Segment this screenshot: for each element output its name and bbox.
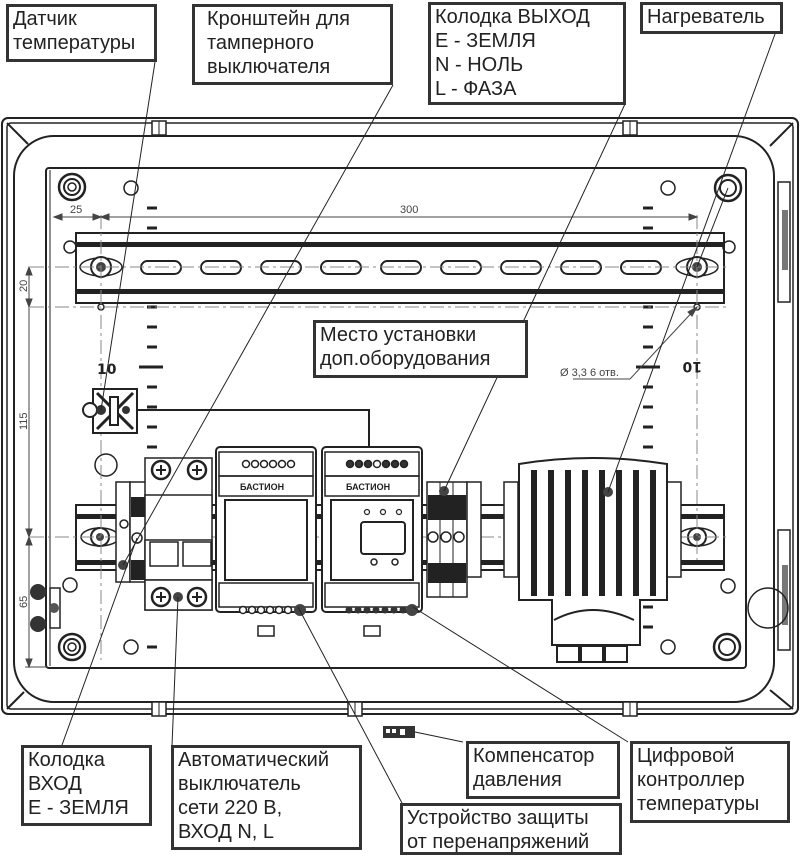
temperature-sensor-icon xyxy=(82,388,370,461)
heater-fin xyxy=(633,470,639,596)
led-indicator xyxy=(259,459,269,469)
dimension-20: 20 xyxy=(18,280,30,292)
mounting-plate xyxy=(45,167,747,669)
led-indicator xyxy=(399,606,407,614)
latch-top-right xyxy=(622,120,638,136)
callout-surge-protector: Устройство защиты от перенапряжений xyxy=(400,803,622,855)
heater-fin xyxy=(565,470,571,596)
led-indicator xyxy=(363,459,373,469)
led-indicator xyxy=(372,459,382,469)
led-indicator xyxy=(241,459,251,469)
dimension-300: 300 xyxy=(400,204,418,216)
led-indicator xyxy=(283,605,293,615)
surge-protector-module: БАСТИОН xyxy=(215,446,317,637)
led-indicator xyxy=(238,605,248,615)
brand-label: БАСТИОН xyxy=(346,482,390,492)
led-indicator xyxy=(399,459,409,469)
led-indicator xyxy=(277,459,287,469)
mounting-holes xyxy=(62,180,736,655)
scale-ticks-right xyxy=(636,206,660,629)
din-rail-top xyxy=(75,232,725,304)
circuit-breaker xyxy=(144,457,213,611)
led-indicator xyxy=(247,605,257,615)
heater-fin xyxy=(599,470,605,596)
callout-extra-equipment-area: Место установки доп.оборудования xyxy=(313,320,528,378)
input-terminal-block xyxy=(115,481,147,583)
dimension-25: 25 xyxy=(70,204,82,216)
dimension-lines xyxy=(25,213,699,669)
latch-bottom-right xyxy=(622,701,638,717)
led-indicator xyxy=(390,459,400,469)
ground-terminal-left xyxy=(30,584,61,632)
callout-input-terminal-block: Колодка ВХОД E - ЗЕМЛЯ xyxy=(21,745,152,826)
output-terminal-block xyxy=(426,481,482,598)
led-indicator xyxy=(381,606,389,614)
led-indicator xyxy=(354,459,364,469)
led-indicator xyxy=(381,459,391,469)
dimension-65: 65 xyxy=(18,596,30,608)
latch-bottom-left xyxy=(151,701,167,717)
led-indicator xyxy=(363,606,371,614)
heater-fin xyxy=(616,470,622,596)
ground-stud-top-left xyxy=(57,172,87,202)
led-indicator xyxy=(406,604,418,616)
led-indicator xyxy=(256,605,266,615)
heater-fin xyxy=(582,470,588,596)
callout-temperature-sensor: Датчик температуры xyxy=(6,4,157,62)
led-indicator xyxy=(345,459,355,469)
led-indicator xyxy=(250,459,260,469)
holes-note: Ø 3,3 6 отв. xyxy=(560,367,619,379)
scale-ticks-left xyxy=(139,206,163,649)
leader-lines xyxy=(61,33,776,804)
led-indicator xyxy=(345,606,353,614)
heater-fin xyxy=(650,470,656,596)
heater xyxy=(503,457,682,663)
ground-stud-bottom-left xyxy=(57,632,87,662)
led-indicator xyxy=(265,605,275,615)
led-indicator xyxy=(274,605,284,615)
latch-top-left xyxy=(151,120,167,136)
pressure-compensator-icon xyxy=(383,726,415,738)
led-indicator xyxy=(268,459,278,469)
led-indicator xyxy=(390,606,398,614)
callout-pressure-compensator: Компенсатор давления xyxy=(466,741,620,799)
rail-screw-right xyxy=(677,527,717,547)
heater-fin xyxy=(548,470,554,596)
callout-tamper-bracket: Кронштейн для тамперного выключателя xyxy=(192,4,393,85)
ground-stud-top-right xyxy=(713,173,743,203)
led-indicator xyxy=(286,459,296,469)
enclosure-body xyxy=(1,117,799,715)
callout-circuit-breaker: Автоматический выключатель сети 220 В, В… xyxy=(171,745,362,850)
led-indicator xyxy=(354,606,362,614)
door-hinge-bottom xyxy=(777,529,791,651)
ground-stud-bottom-right xyxy=(712,632,742,662)
callout-digital-controller: Цифровой контроллер температуры xyxy=(630,741,790,823)
led-indicator xyxy=(372,606,380,614)
door-hinge-top xyxy=(777,181,791,303)
heater-fin xyxy=(531,470,537,596)
brand-label: БАСТИОН xyxy=(240,482,284,492)
dimension-115: 115 xyxy=(18,412,30,430)
temperature-controller-module: БАСТИОН xyxy=(321,446,423,637)
callout-output-terminal-block: Колодка ВЫХОД E - ЗЕМЛЯ N - НОЛЬ L - ФАЗ… xyxy=(428,2,626,105)
scale-mark-right: 10 xyxy=(682,358,702,374)
callout-heater: Нагреватель xyxy=(640,2,783,34)
